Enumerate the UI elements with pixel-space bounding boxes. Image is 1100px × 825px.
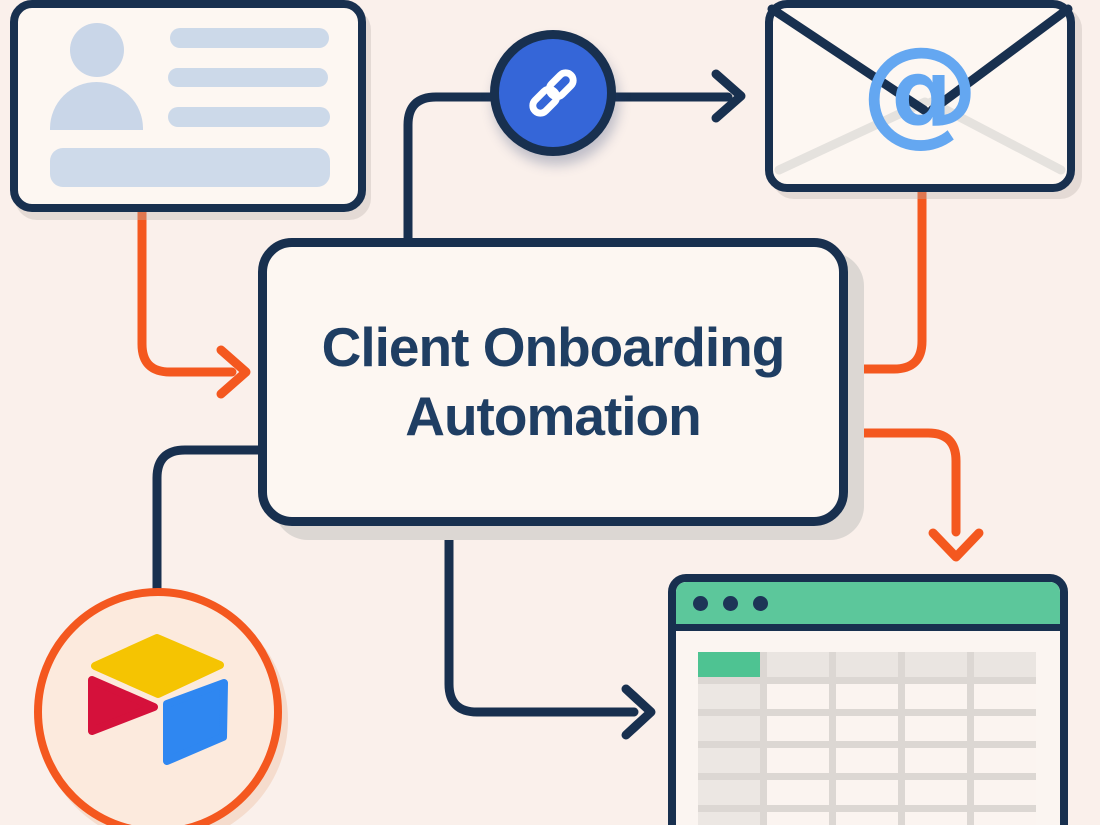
grid-cell (767, 812, 829, 825)
title-box: Client Onboarding Automation (258, 238, 848, 526)
avatar-shoulders-icon (50, 82, 143, 130)
connector-title-to-envelope (403, 69, 746, 253)
window-titlebar (676, 582, 1060, 631)
grid-cell (836, 780, 898, 805)
grid-cell (767, 652, 829, 677)
grid-cell (836, 716, 898, 741)
avatar-head-icon (70, 23, 124, 77)
spreadsheet-window-node (668, 574, 1068, 825)
grid-cell (836, 812, 898, 825)
link-badge-node (490, 30, 616, 156)
airtable-badge-node (34, 588, 282, 825)
grid-cell (767, 748, 829, 773)
spreadsheet-grid (698, 652, 1036, 825)
text-line-placeholder (170, 28, 329, 48)
airtable-logo-icon (88, 634, 228, 765)
grid-cell (905, 780, 967, 805)
grid-cell (905, 748, 967, 773)
connector-title-to-spreadsheet-bottom (444, 515, 656, 740)
connector-title-to-airtable (152, 445, 267, 597)
grid-cell (905, 812, 967, 825)
window-dot-icon (723, 595, 738, 611)
arrowhead-down-icon (928, 528, 984, 562)
title-line-2: Automation (405, 385, 702, 447)
grid-cell (836, 652, 898, 677)
arrowhead-right-icon (216, 345, 251, 399)
grid-cell (974, 716, 1036, 741)
grid-cell (905, 652, 967, 677)
grid-cell (974, 812, 1036, 825)
arrowhead-right-icon (621, 684, 656, 740)
grid-cell (836, 684, 898, 709)
grid-cell (836, 748, 898, 773)
grid-cell (767, 684, 829, 709)
text-line-placeholder (168, 68, 328, 87)
grid-cell (767, 716, 829, 741)
window-dot-icon (693, 595, 708, 611)
grid-cell (698, 716, 760, 741)
email-envelope-node: @ (765, 0, 1075, 192)
grid-cell (905, 684, 967, 709)
grid-cell (974, 684, 1036, 709)
contact-card-node (10, 0, 366, 212)
window-dot-icon (753, 595, 768, 611)
arrowhead-right-icon (711, 69, 746, 123)
text-line-placeholder (168, 107, 330, 127)
at-sign-icon: @ (861, 20, 979, 159)
grid-cell (974, 780, 1036, 805)
connector-card-to-title (137, 201, 251, 399)
grid-cell (974, 652, 1036, 677)
grid-cell (974, 748, 1036, 773)
grid-cell (905, 716, 967, 741)
title-line-1: Client Onboarding (321, 316, 786, 378)
grid-cell (698, 812, 760, 825)
envelope-flap-icon (767, 4, 1073, 175)
grid-cell (698, 684, 760, 709)
chain-link-icon (529, 69, 577, 117)
grid-cell (698, 748, 760, 773)
text-block-placeholder (50, 148, 330, 187)
grid-cell (767, 780, 829, 805)
grid-cell (698, 780, 760, 805)
connector-envelope-to-title (840, 183, 927, 374)
grid-cell-highlight (698, 652, 760, 677)
connector-title-to-spreadsheet-right (839, 428, 984, 562)
